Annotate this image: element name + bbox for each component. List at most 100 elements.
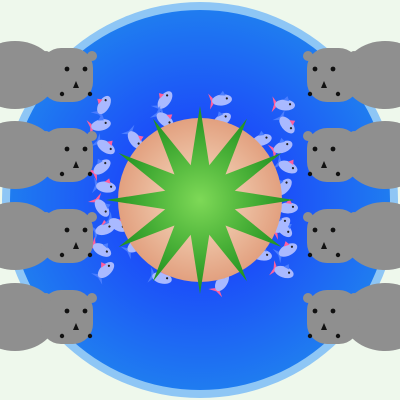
hippo-nose — [321, 323, 327, 330]
hippo-nostril — [59, 333, 65, 339]
hippo-eye — [64, 66, 70, 72]
fish-eye — [104, 121, 107, 125]
fish-eye — [165, 277, 169, 280]
hippo[interactable] — [0, 121, 97, 189]
hippo-eye — [330, 66, 336, 72]
hippo-ear — [41, 51, 51, 61]
fish-fin — [102, 243, 109, 249]
fish-body — [275, 99, 295, 111]
fish-fin — [279, 137, 286, 144]
hippo[interactable] — [303, 283, 400, 351]
hippo-group — [0, 41, 400, 351]
fish-eye — [104, 99, 107, 102]
fish-eye — [104, 210, 107, 213]
fish-tail — [267, 144, 276, 160]
fish-fin — [107, 140, 113, 146]
fish[interactable] — [272, 237, 300, 264]
hippo-eye — [312, 308, 318, 314]
hippo-nostril — [87, 91, 93, 97]
fish[interactable] — [92, 176, 117, 196]
hippo-eye — [82, 66, 88, 72]
hippo-eye — [82, 227, 88, 233]
hippo[interactable] — [0, 41, 97, 109]
hippo-nostril — [59, 252, 65, 258]
fish-tail — [121, 124, 135, 135]
fish-eye — [291, 167, 295, 170]
hippo-nostril — [307, 333, 313, 339]
fish-body — [96, 181, 116, 193]
fish-tail — [90, 225, 98, 241]
hippo-head — [307, 128, 359, 182]
fish-tail — [272, 154, 281, 170]
hippo[interactable] — [303, 121, 400, 189]
hippo-ear — [87, 51, 97, 61]
fish-fin — [101, 262, 107, 268]
fish[interactable] — [86, 154, 115, 182]
fish-tail — [92, 177, 98, 194]
hippo-nostril — [87, 252, 93, 258]
fish-eye — [287, 271, 291, 274]
fish[interactable] — [271, 95, 296, 113]
fish[interactable] — [272, 109, 301, 138]
hippo-eye — [82, 146, 88, 152]
fish-fin — [166, 114, 173, 120]
fish[interactable] — [86, 114, 112, 136]
fish[interactable] — [267, 135, 296, 160]
hippo-nose — [73, 81, 79, 88]
hippo-eye — [312, 227, 318, 233]
fish[interactable] — [90, 92, 116, 121]
fish-fin — [283, 96, 290, 102]
hippo-head — [307, 290, 359, 344]
fish-tail — [269, 260, 277, 276]
hippo-eye — [64, 308, 70, 314]
fish[interactable] — [208, 90, 233, 110]
fish-fin — [258, 130, 265, 136]
fish-eye — [107, 264, 111, 267]
hippo-nostril — [307, 171, 313, 177]
fish[interactable] — [121, 124, 148, 153]
fish[interactable] — [149, 105, 179, 133]
fish-eye — [285, 181, 288, 184]
hippo-ear — [349, 212, 359, 222]
fish[interactable] — [272, 153, 301, 178]
fish-fin — [285, 198, 292, 204]
hippo-ear — [87, 293, 97, 303]
hippo-ear — [349, 131, 359, 141]
hippo-nose — [321, 81, 327, 88]
hippo-ear — [87, 212, 97, 222]
fish-eye — [109, 185, 113, 188]
hippo-head — [307, 209, 359, 263]
hippo-nose — [73, 323, 79, 330]
fish-eye — [265, 253, 269, 256]
fish-fin — [217, 111, 224, 117]
fish-eye — [265, 136, 268, 139]
hippo-eye — [330, 227, 336, 233]
fish[interactable] — [269, 259, 296, 283]
fish-eye — [290, 245, 294, 248]
hippo-nostril — [335, 252, 341, 258]
hippo-nose — [73, 161, 79, 168]
hippo-head — [41, 290, 93, 344]
star-plant-icon[interactable] — [106, 106, 294, 294]
hippo-ear — [349, 51, 359, 61]
hippo[interactable] — [303, 41, 400, 109]
fish[interactable] — [90, 257, 118, 285]
fish-fin — [104, 178, 111, 184]
fish[interactable] — [150, 87, 177, 116]
hippo[interactable] — [0, 283, 97, 351]
hippo-eye — [330, 308, 336, 314]
hippo-nostril — [59, 91, 65, 97]
fish[interactable] — [87, 192, 115, 221]
hippo-nostril — [307, 252, 313, 258]
hippo[interactable] — [0, 202, 97, 270]
hippo[interactable] — [303, 202, 400, 270]
hippo-nose — [321, 242, 327, 249]
hippo-eye — [312, 146, 318, 152]
fish-eye — [289, 127, 293, 130]
hippo-ear — [303, 212, 313, 222]
fish-eye — [224, 115, 227, 118]
fish[interactable] — [90, 132, 120, 159]
fish-body — [273, 217, 291, 233]
hippo-head — [41, 209, 93, 263]
